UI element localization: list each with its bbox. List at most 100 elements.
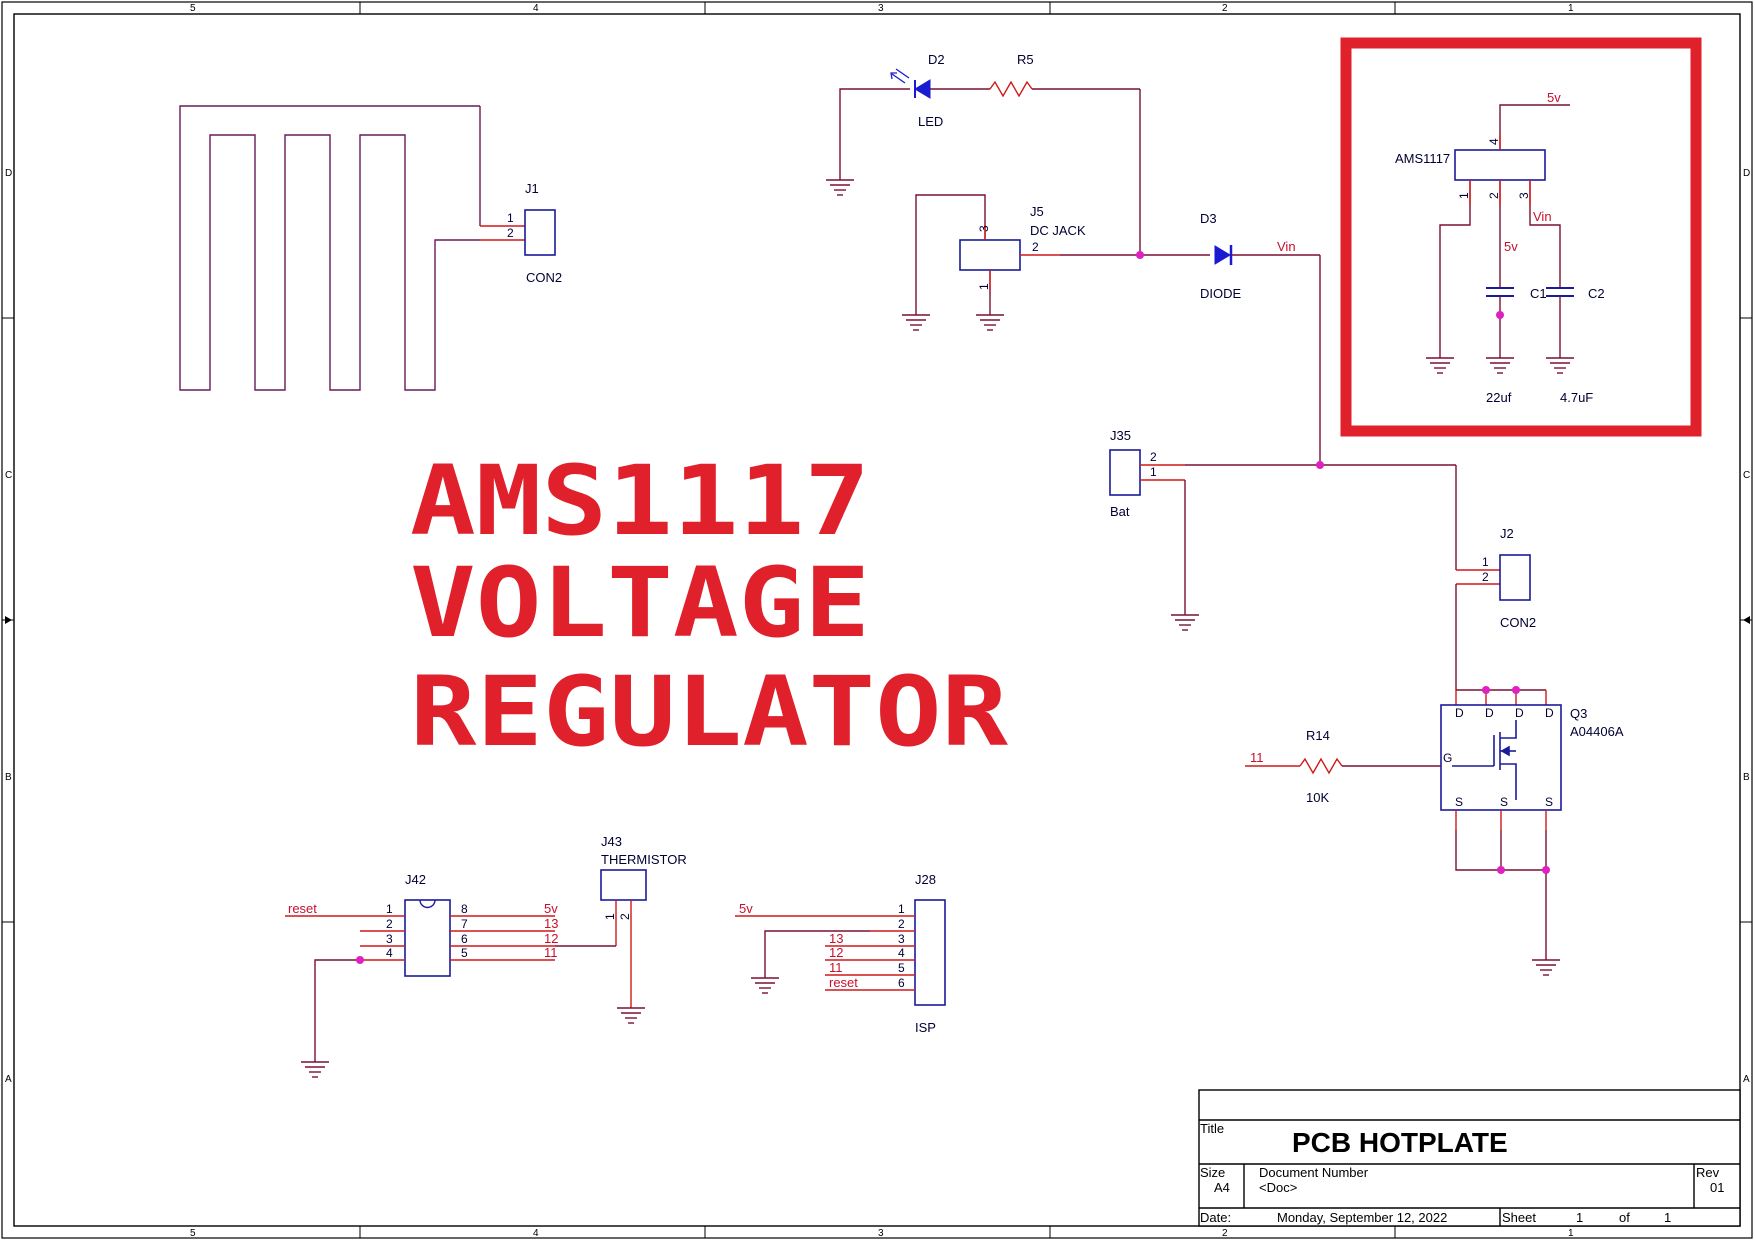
notch-icon: [419, 899, 436, 909]
heater-trace: [179, 105, 481, 391]
junction-dot: [1136, 251, 1144, 259]
ic-socket-j42: J42 reset 1 2 3 4 8 7 6 5 5v 13 12 11: [285, 872, 558, 1062]
net-label-12-j42: 12: [544, 931, 558, 946]
size-label: Size: [1200, 1165, 1225, 1180]
j42-ref: J42: [405, 872, 426, 887]
rev-label: Rev: [1696, 1165, 1720, 1180]
j1-value: CON2: [526, 270, 562, 285]
j5-pin-1: 1: [977, 283, 991, 290]
j35-value: Bat: [1110, 504, 1130, 519]
title-overlay: AMS1117 VOLTAGE REGULATOR: [410, 445, 1008, 768]
j42-pin-8: 8: [461, 902, 468, 916]
ams1117-pin-2: 2: [1487, 192, 1501, 199]
net-label-5v-j42: 5v: [544, 901, 558, 916]
j42-pin-2: 2: [386, 917, 393, 931]
c1-ref: C1: [1530, 286, 1547, 301]
net-label-reset-j28: reset: [829, 975, 858, 990]
j43-pin-1: 1: [603, 913, 617, 920]
junction-dot: [356, 956, 364, 964]
r14-value: 10K: [1306, 790, 1329, 805]
d3-value: DIODE: [1200, 286, 1242, 301]
document-title: PCB HOTPLATE: [1292, 1127, 1508, 1158]
mosfet-q3: D D D D G S S S Q3 A04406A: [1440, 686, 1624, 960]
q3-pin-s3: S: [1545, 795, 1553, 809]
ground-symbol-q3: [1532, 959, 1560, 976]
j28-pin-6: 6: [898, 976, 905, 990]
col-label-2-bottom: 2: [1222, 1228, 1228, 1239]
col-label-3-bottom: 3: [878, 1228, 884, 1239]
thermistor-j43: J43 THERMISTOR 1 2: [555, 834, 687, 1008]
sheet-label: Sheet: [1502, 1210, 1536, 1225]
ams1117-ref: AMS1117: [1395, 151, 1450, 166]
row-label-d-right: D: [1743, 168, 1750, 179]
j28-pin-1: 1: [898, 902, 905, 916]
ams1117-pin-4: 4: [1487, 138, 1501, 145]
size-value: A4: [1214, 1180, 1230, 1195]
row-label-c: C: [5, 470, 12, 481]
j42-body: [404, 899, 451, 977]
row-label-d: D: [5, 168, 12, 179]
j42-pin-4: 4: [386, 946, 393, 960]
j28-pin-2: 2: [898, 917, 905, 931]
title-label: Title: [1200, 1121, 1224, 1136]
date-value: Monday, September 12, 2022: [1277, 1210, 1447, 1225]
resistor-r14: 11 R14 10K: [1245, 728, 1441, 805]
col-label-1-bottom: 1: [1568, 1228, 1574, 1239]
sheet-value: 1: [1576, 1210, 1583, 1225]
j28-body: [914, 899, 946, 1006]
net-label-5v-j28: 5v: [739, 901, 753, 916]
d3-ref: D3: [1200, 211, 1217, 226]
dc-jack-j5: 3 2 1 J5 DC JACK: [915, 194, 1210, 315]
j42-pin-1: 1: [386, 902, 393, 916]
ground-symbol-reg-1: [1426, 357, 1454, 374]
junction-dot: [1496, 311, 1504, 319]
net-label-12-j28: 12: [829, 945, 843, 960]
j1-body: [524, 209, 556, 256]
j42-pin-3: 3: [386, 932, 393, 946]
net-label-13-j28: 13: [829, 931, 843, 946]
net-label-5v-reg: 5v: [1547, 90, 1561, 105]
j1-pin-1: 1: [507, 211, 514, 225]
ams1117-pin-1: 1: [1457, 192, 1471, 199]
j35-ref: J35: [1110, 428, 1131, 443]
j42-pin-6: 6: [461, 932, 468, 946]
j5-ref: J5: [1030, 204, 1044, 219]
q3-pin-s1: S: [1455, 795, 1463, 809]
col-label-3: 3: [878, 3, 884, 14]
j28-pin-3: 3: [898, 932, 905, 946]
j2-pin-2: 2: [1482, 570, 1489, 584]
highlight-frame: [1340, 37, 1702, 437]
j43-body: [600, 869, 647, 901]
j28-ref: J28: [915, 872, 936, 887]
ground-symbol-reg-3: [1546, 357, 1574, 374]
ground-symbol-j5-b: [976, 314, 1004, 331]
resistor-r5: R5: [989, 52, 1141, 255]
j43-value: THERMISTOR: [601, 852, 687, 867]
j28-pin-5: 5: [898, 961, 905, 975]
net-label-vin-reg: Vin: [1533, 209, 1552, 224]
q3-ref: Q3: [1570, 706, 1587, 721]
doc-number-value: <Doc>: [1259, 1180, 1297, 1195]
q3-pin-s2: S: [1500, 795, 1508, 809]
j2-pin-1: 1: [1482, 555, 1489, 569]
regulator-highlight-box: [1340, 37, 1702, 437]
col-label-2: 2: [1222, 3, 1228, 14]
j43-pin-2: 2: [618, 913, 632, 920]
date-label: Date:: [1200, 1210, 1231, 1225]
ground-symbol-j43: [617, 1007, 645, 1024]
j2-ref: J2: [1500, 526, 1514, 541]
junction-dot: [1542, 866, 1550, 874]
regulator-ams1117: AMS1117 4 5v 1 2 5v 3 Vin: [1395, 90, 1570, 358]
ground-symbol-j28: [751, 977, 779, 994]
j28-pin-4: 4: [898, 946, 905, 960]
j1-ref: J1: [525, 181, 539, 196]
j2-value: CON2: [1500, 615, 1536, 630]
q3-pin-d2: D: [1485, 706, 1494, 720]
j5-pin-3: 3: [977, 225, 991, 232]
ams1117-pin-3: 3: [1517, 192, 1531, 199]
j5-value: DC JACK: [1030, 223, 1086, 238]
j1-pin-2: 2: [507, 226, 514, 240]
j35-pin-1: 1: [1150, 465, 1157, 479]
ground-symbol-reg-2: [1486, 357, 1514, 374]
